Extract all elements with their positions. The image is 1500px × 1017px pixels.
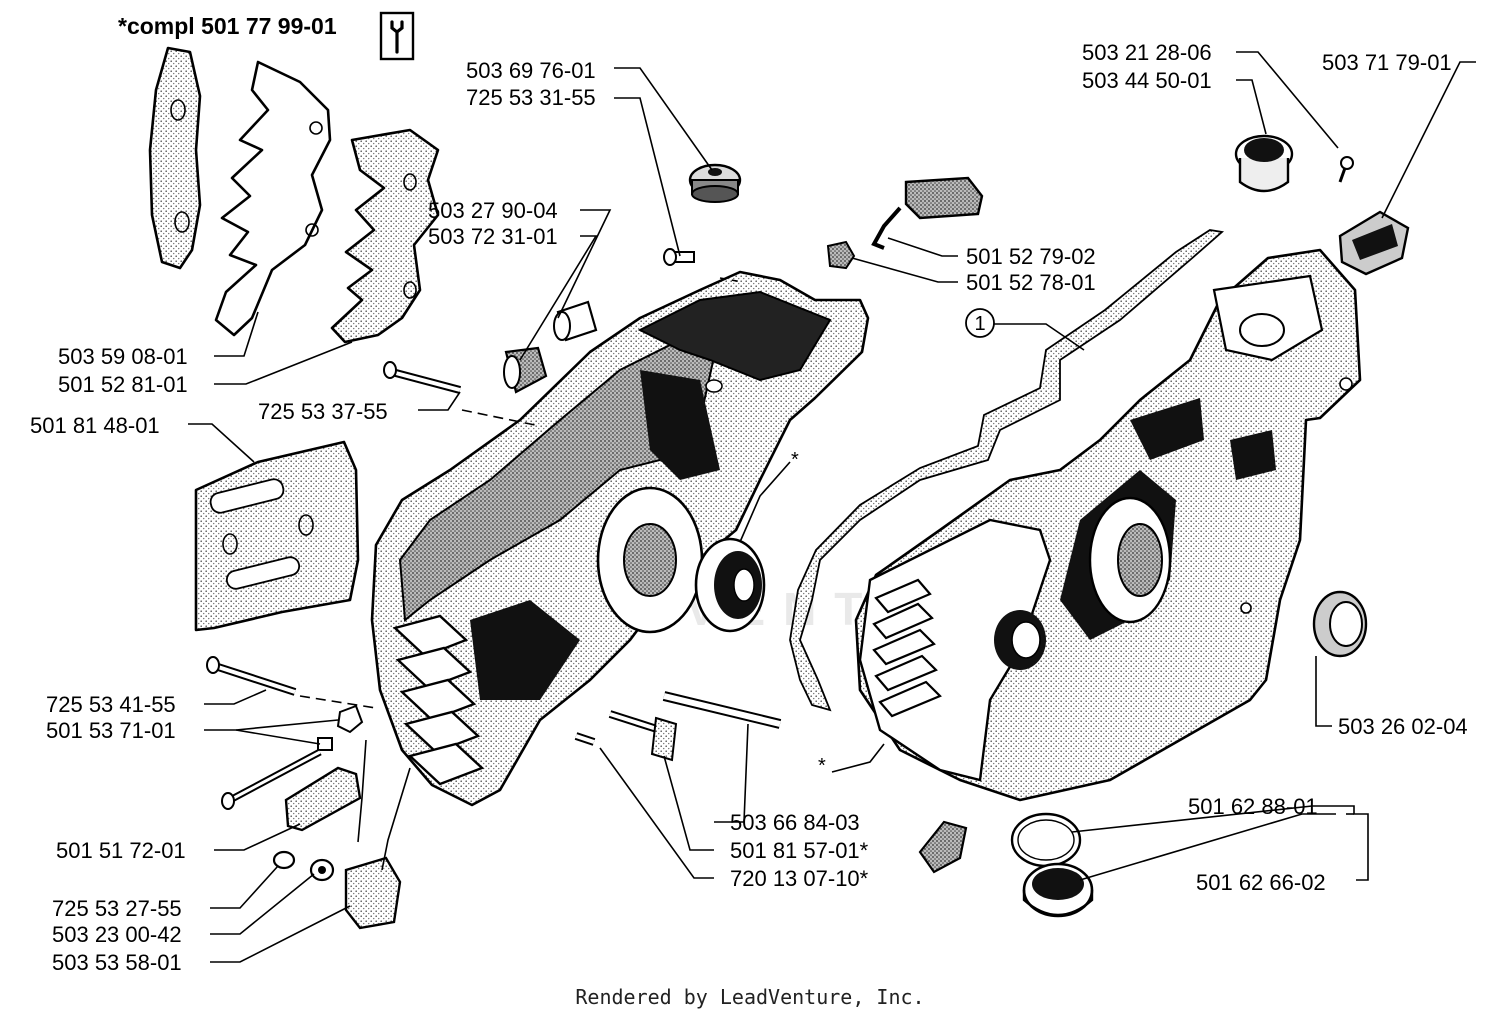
long-screw-1	[383, 361, 462, 394]
spike-bumper-outer	[330, 128, 440, 344]
adjuster-block	[284, 766, 362, 832]
screw-tiny	[1338, 156, 1354, 183]
footer-credit: Rendered by LeadVenture, Inc.	[575, 985, 924, 1009]
label-501-81-57-01: 501 81 57-01*	[730, 838, 869, 863]
rubber-buffer-2	[503, 346, 548, 394]
part-number-labels: 503 69 76-01 725 53 31-55 503 27 90-04 5…	[30, 40, 1468, 975]
kit-label: *compl 501 77 99-01	[118, 13, 337, 39]
label-503-23-00-42: 503 23 00-42	[52, 922, 182, 947]
label-501-53-71-01: 501 53 71-01	[46, 718, 176, 743]
label-725-53-37-55: 725 53 37-55	[258, 399, 388, 424]
rubber-buffer-1	[553, 300, 598, 342]
crank-bearing	[694, 537, 766, 633]
long-screw-2	[206, 656, 297, 696]
label-503-26-02-04: 503 26 02-04	[1338, 714, 1468, 739]
label-501-81-48-01: 501 81 48-01	[30, 413, 160, 438]
screw-small-1	[663, 248, 695, 266]
label-501-51-72-01: 501 51 72-01	[56, 838, 186, 863]
guide-plate	[194, 440, 360, 632]
tank-cap	[1022, 862, 1094, 918]
callout-1: 1	[965, 308, 995, 338]
adjuster-screw	[221, 748, 322, 810]
tank-plug	[1234, 134, 1294, 193]
label-503-59-08-01: 503 59 08-01	[58, 344, 188, 369]
choke-switch-pad	[871, 176, 984, 250]
label-503-72-31-01: 503 72 31-01	[428, 224, 558, 249]
label-501-52-79-02: 501 52 79-02	[966, 244, 1096, 269]
wrench-icon	[379, 11, 415, 61]
tank-cap-oring	[1010, 812, 1082, 868]
tension-pin	[574, 732, 596, 746]
asterisk-bearing: *	[791, 449, 799, 471]
label-725-53-41-55: 725 53 41-55	[46, 692, 176, 717]
label-503-27-90-04: 503 27 90-04	[428, 198, 558, 223]
screw-small-2	[272, 850, 296, 870]
adjuster-nut	[317, 704, 364, 751]
bar-clamp	[344, 856, 402, 930]
tank-cap-strap	[918, 820, 968, 874]
label-503-44-50-01: 503 44 50-01	[1082, 68, 1212, 93]
label-503-53-58-01: 503 53 58-01	[52, 950, 182, 975]
tension-bolt	[608, 710, 678, 762]
crankcase-right-half	[854, 248, 1362, 802]
shaft	[662, 691, 782, 729]
label-725-53-31-55: 725 53 31-55	[466, 85, 596, 110]
oil-seal	[1312, 590, 1368, 658]
nut-small	[826, 240, 856, 270]
callout-1-label: 1	[974, 313, 985, 335]
crankcase-left-half	[370, 270, 870, 807]
spike-bumper-inner	[214, 60, 332, 337]
label-501-52-78-01: 501 52 78-01	[966, 270, 1096, 295]
label-725-53-27-55: 725 53 27-55	[52, 896, 182, 921]
label-501-62-66-02: 501 62 66-02	[1196, 870, 1326, 895]
label-503-21-28-06: 503 21 28-06	[1082, 40, 1212, 65]
asterisk-crankcase: *	[818, 755, 826, 777]
label-503-69-76-01: 503 69 76-01	[466, 58, 596, 83]
label-503-66-84-03: 503 66 84-03	[730, 810, 860, 835]
leader-lines	[188, 51, 1476, 963]
label-503-71-79-01: 503 71 79-01	[1322, 50, 1452, 75]
stop-switch	[1338, 210, 1410, 276]
washer-small	[309, 858, 335, 882]
label-501-62-88-01: 501 62 88-01	[1188, 794, 1318, 819]
grommet	[688, 163, 742, 203]
chain-catcher-plate	[148, 46, 202, 270]
label-501-52-81-01: 501 52 81-01	[58, 372, 188, 397]
gasket	[789, 229, 1225, 712]
label-720-13-07-10: 720 13 07-10*	[730, 866, 869, 891]
